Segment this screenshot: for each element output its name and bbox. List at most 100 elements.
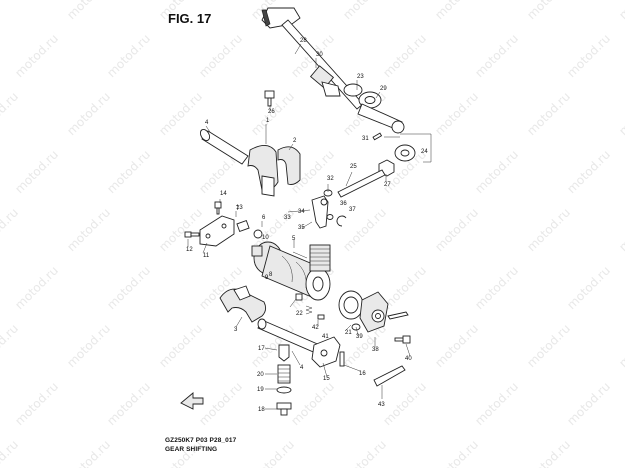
callout-32: 32 bbox=[327, 176, 334, 182]
callout-20: 20 bbox=[257, 372, 264, 378]
part-17 bbox=[278, 344, 290, 362]
watermark-text: motod.ru bbox=[472, 379, 521, 428]
callout-4: 4 bbox=[300, 365, 304, 371]
bolt-14 bbox=[214, 201, 222, 215]
callout-26: 26 bbox=[268, 109, 275, 115]
watermark-text: motod.ru bbox=[564, 147, 613, 196]
callout-4: 4 bbox=[205, 120, 209, 126]
watermark-text: motod.ru bbox=[64, 0, 113, 22]
plate-44 bbox=[373, 365, 406, 387]
watermark-text: motod.ru bbox=[524, 0, 573, 22]
watermark-text: motod.ru bbox=[340, 205, 389, 254]
callout-38: 38 bbox=[372, 347, 379, 353]
callout-14: 14 bbox=[220, 191, 227, 197]
watermark-text: motod.ru bbox=[432, 89, 481, 138]
watermark-text: motod.ru bbox=[156, 205, 205, 254]
watermark-text: motod.ru bbox=[64, 321, 113, 370]
watermark-text: motod.ru bbox=[524, 437, 573, 468]
watermark-text: motod.ru bbox=[64, 437, 113, 468]
bolt-27 bbox=[264, 90, 275, 107]
watermark-text: motod.ru bbox=[64, 89, 113, 138]
watermark-text: motod.ru bbox=[616, 205, 625, 254]
watermark-text: motod.ru bbox=[524, 321, 573, 370]
bolt-12 bbox=[184, 231, 200, 238]
watermark-text: motod.ru bbox=[564, 379, 613, 428]
spring-43 bbox=[305, 305, 313, 315]
pin-22 bbox=[295, 293, 303, 301]
washer-19 bbox=[276, 386, 292, 394]
callout-9: 9 bbox=[265, 275, 269, 281]
watermark-text: motod.ru bbox=[616, 437, 625, 468]
callout-35: 35 bbox=[298, 225, 305, 231]
callout-5: 5 bbox=[292, 236, 296, 242]
gear-34 bbox=[309, 244, 331, 272]
callout-22: 22 bbox=[296, 311, 303, 317]
callout-40: 40 bbox=[405, 356, 412, 362]
watermark-text: motod.ru bbox=[12, 379, 61, 428]
watermark-text: motod.ru bbox=[380, 31, 429, 80]
callout-43: 43 bbox=[378, 402, 385, 408]
watermark-text: motod.ru bbox=[12, 263, 61, 312]
watermark-text: motod.ru bbox=[616, 89, 625, 138]
watermark-text: motod.ru bbox=[104, 31, 153, 80]
watermark-text: motod.ru bbox=[12, 147, 61, 196]
callout-31: 31 bbox=[362, 136, 369, 142]
callout-23: 23 bbox=[357, 74, 364, 80]
callout-37: 37 bbox=[349, 207, 356, 213]
watermark-text: motod.ru bbox=[64, 205, 113, 254]
callout-33: 33 bbox=[284, 215, 291, 221]
watermark-text: motod.ru bbox=[0, 321, 21, 370]
watermark-text: motod.ru bbox=[0, 0, 21, 22]
watermark-text: motod.ru bbox=[248, 437, 297, 468]
leader-lines bbox=[187, 43, 411, 410]
watermark-text: motod.ru bbox=[432, 321, 481, 370]
watermark-text: motod.ru bbox=[104, 379, 153, 428]
plate-15 bbox=[311, 336, 341, 368]
callout-34: 34 bbox=[298, 209, 305, 215]
shift-fork-2 bbox=[277, 146, 301, 185]
shift-fork-1 bbox=[247, 145, 279, 197]
callout-27: 27 bbox=[384, 182, 391, 188]
watermark-text: motod.ru bbox=[0, 437, 21, 468]
watermark-text: motod.ru bbox=[472, 263, 521, 312]
pin-16 bbox=[339, 351, 345, 367]
part-25 bbox=[394, 144, 416, 162]
bracket-35 bbox=[311, 195, 329, 229]
bolt-32 bbox=[372, 132, 383, 141]
watermark-text: motod.ru bbox=[524, 89, 573, 138]
cam-stopper bbox=[236, 219, 263, 257]
shaft-4-lower bbox=[257, 318, 323, 355]
watermark-text: motod.ru bbox=[472, 147, 521, 196]
callout-bracket-24 bbox=[400, 133, 432, 163]
watermark-text: motod.ru bbox=[616, 321, 625, 370]
callout-11: 11 bbox=[203, 253, 210, 259]
watermark-text: motod.ru bbox=[432, 205, 481, 254]
watermark-text: motod.ru bbox=[564, 263, 613, 312]
watermark-text: motod.ru bbox=[104, 263, 153, 312]
watermark-text: motod.ru bbox=[12, 31, 61, 80]
watermark-text: motod.ru bbox=[432, 0, 481, 22]
rod-26 bbox=[337, 169, 386, 198]
callout-1: 1 bbox=[266, 118, 270, 124]
watermark-text: motod.ru bbox=[340, 0, 389, 22]
watermark-text: motod.ru bbox=[0, 205, 21, 254]
watermark-text: motod.ru bbox=[156, 321, 205, 370]
callout-7: 7 bbox=[236, 206, 240, 212]
shift-shaft-assembly bbox=[261, 7, 405, 134]
callout-3: 3 bbox=[234, 327, 238, 333]
watermark-text: motod.ru bbox=[432, 437, 481, 468]
watermark-text: motod.ru bbox=[156, 89, 205, 138]
pin-42 bbox=[317, 314, 325, 320]
callout-2: 2 bbox=[293, 138, 297, 144]
watermark-text: motod.ru bbox=[340, 437, 389, 468]
callout-17: 17 bbox=[258, 346, 265, 352]
callout-8: 8 bbox=[269, 272, 273, 278]
callout-21: 21 bbox=[345, 330, 352, 336]
bolt-41 bbox=[394, 335, 411, 344]
watermark-text: motod.ru bbox=[472, 31, 521, 80]
bracket-11 bbox=[199, 215, 235, 247]
callout-42: 42 bbox=[312, 325, 319, 331]
callout-6: 6 bbox=[262, 215, 266, 221]
